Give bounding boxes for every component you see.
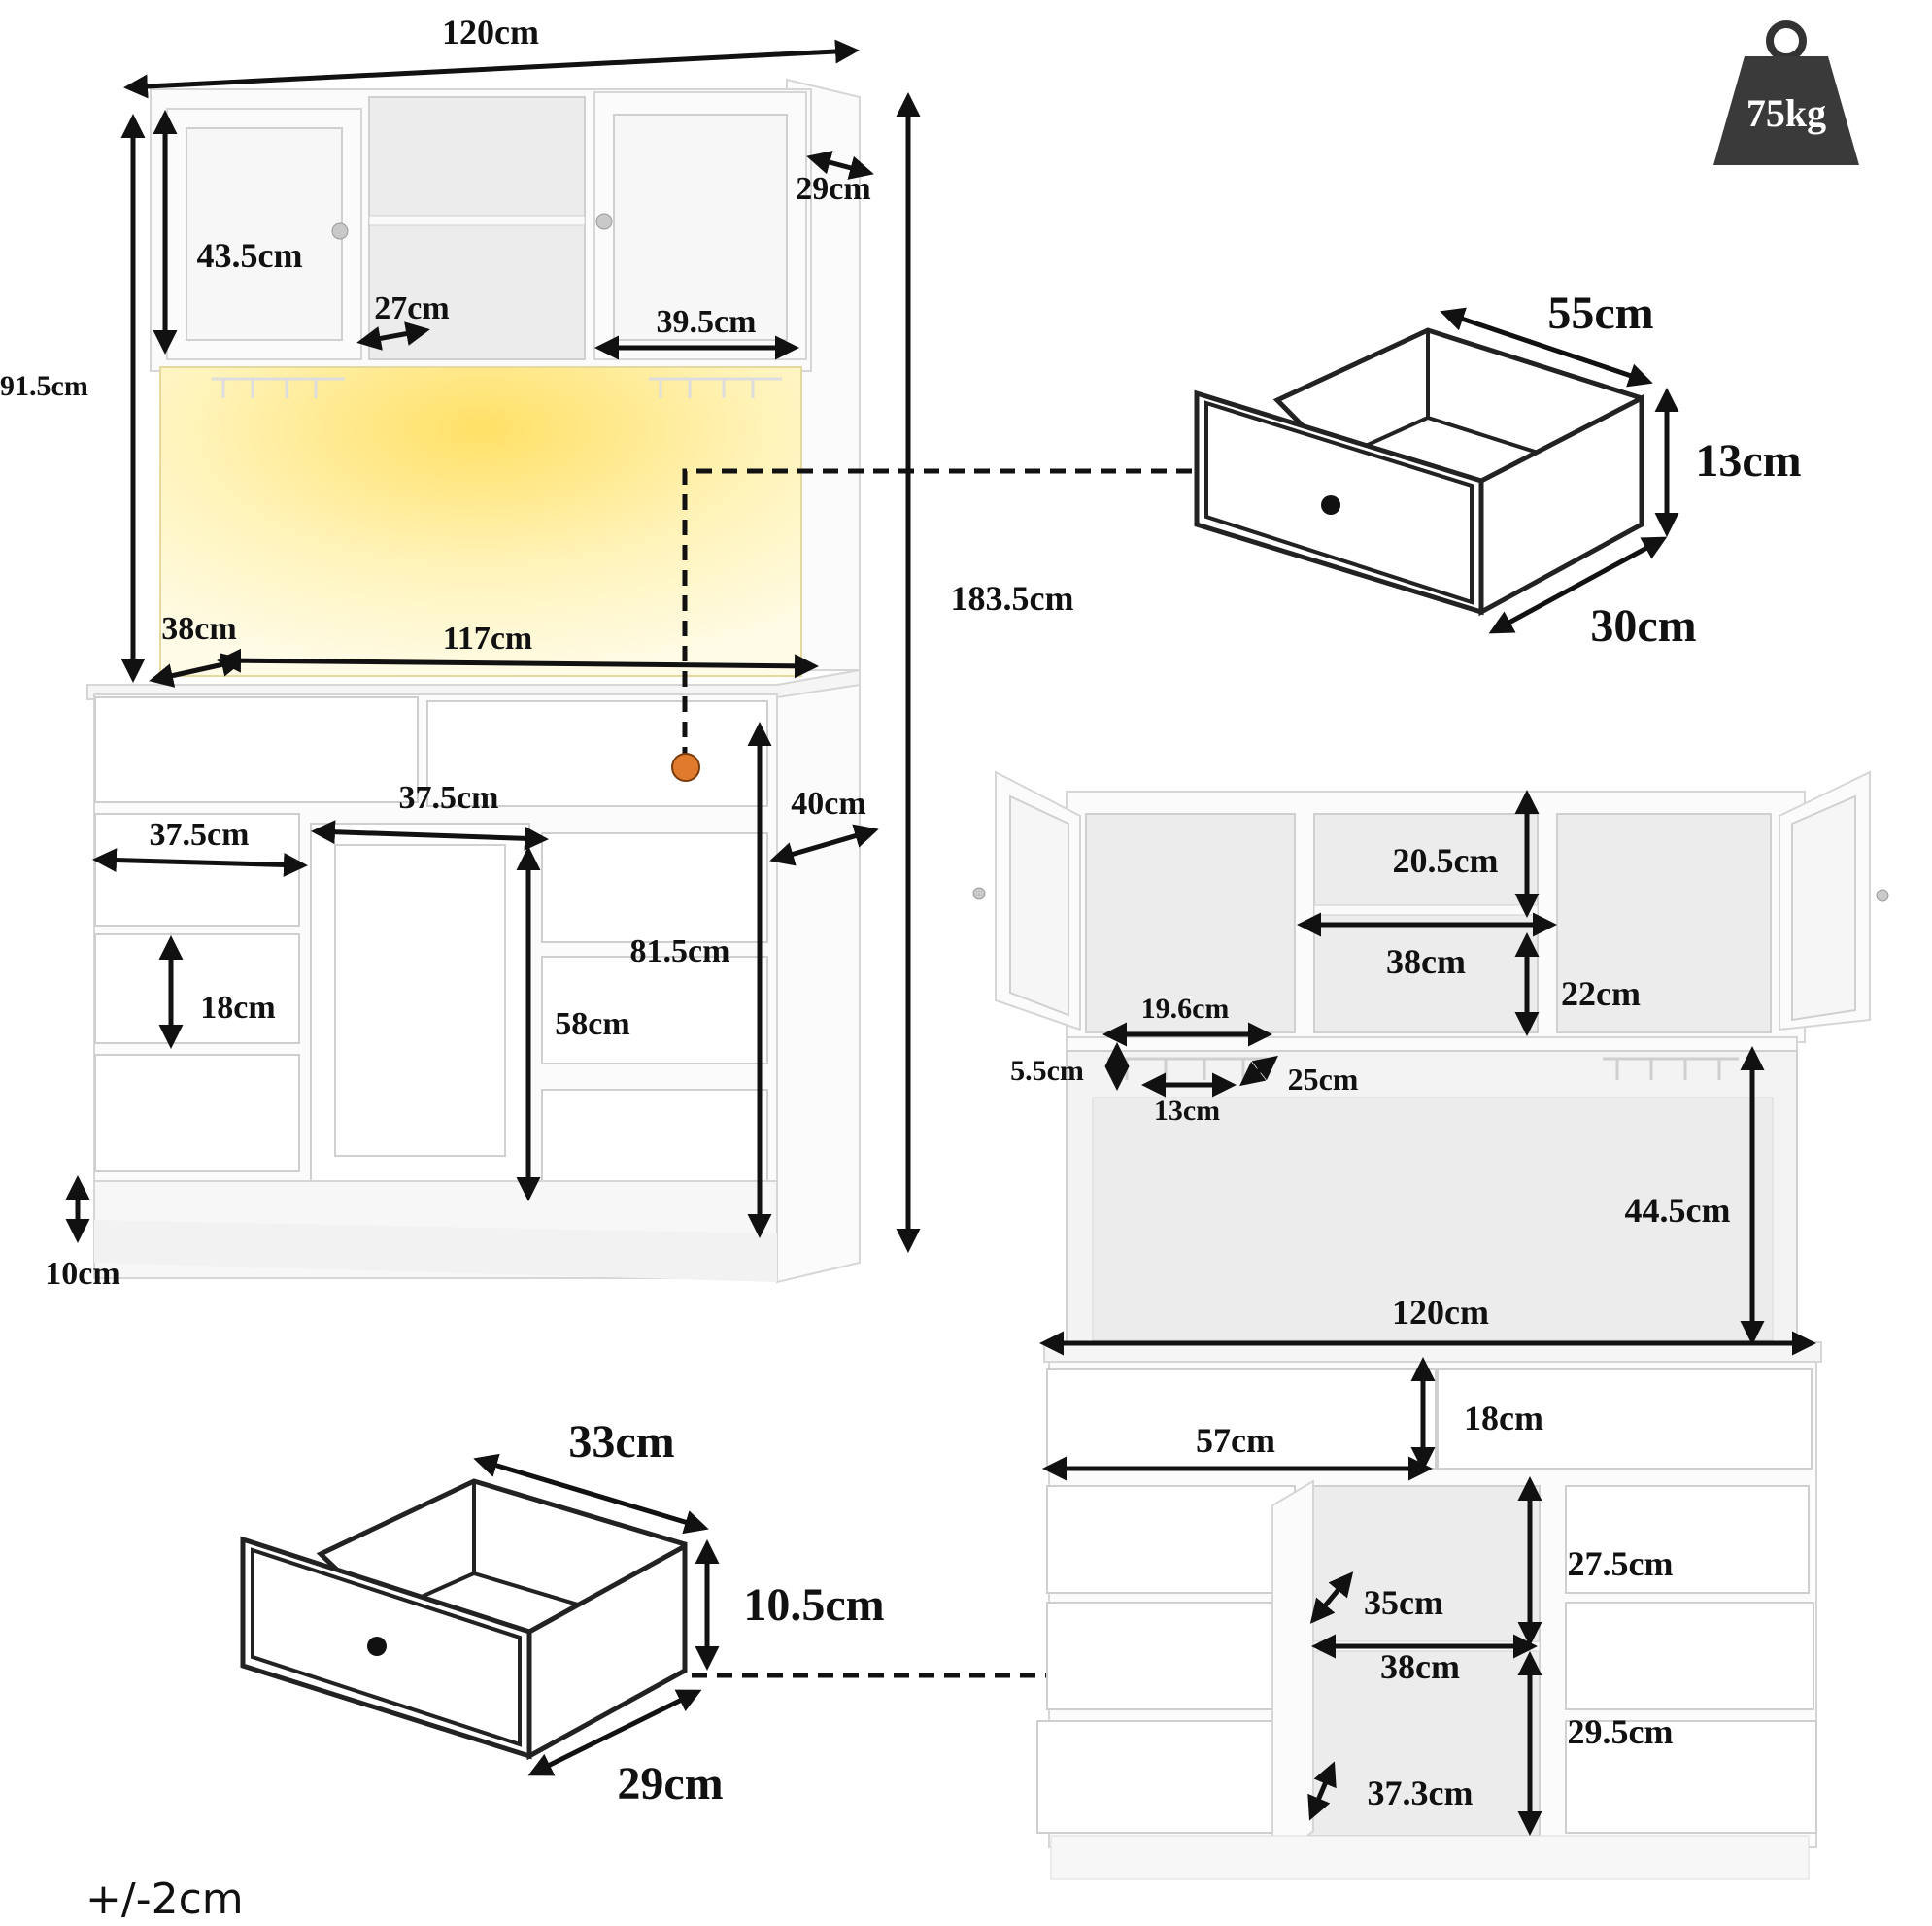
inner-upper-label: 27.5cm [1568, 1544, 1674, 1583]
large-drawer-height-label: 13cm [1695, 435, 1801, 487]
drawer-height-label: 18cm [200, 990, 275, 1026]
small-drawer-height-label: 10.5cm [743, 1579, 884, 1631]
plinth-height-label: 10cm [45, 1256, 119, 1292]
right-drawer-2 [541, 956, 768, 1064]
left-drawer-3 [94, 1054, 300, 1172]
rack-width-label: 19.6cm [1141, 993, 1230, 1025]
top-drawer-height-label: 18cm [1464, 1399, 1543, 1437]
led-lit-area [159, 366, 802, 677]
tolerance-note: +/-2cm [85, 1875, 244, 1924]
total-width-label: 120cm [442, 13, 539, 51]
weight-label: 75kg [1746, 91, 1826, 135]
large-drawer-depth-label: 30cm [1590, 600, 1696, 652]
left-drawer-2 [94, 933, 300, 1044]
small-drawer-illustration: 33cm 10.5cm 29cm [240, 1416, 1096, 1809]
open-view-door [1271, 1479, 1314, 1868]
open-view-cabinet [972, 770, 1889, 1880]
door-inner-depth-label: 37.3cm [1368, 1774, 1474, 1812]
front-view-dimensions [65, 39, 1193, 1253]
top-depth-label: 29cm [796, 171, 870, 207]
base-height-label: 81.5cm [630, 933, 730, 969]
countertop-width-label: 117cm [443, 621, 533, 657]
shelf-lower-label: 22cm [1561, 974, 1641, 1013]
large-drawer-width-label: 55cm [1547, 287, 1653, 339]
open-shelf-width-label: 27cm [374, 290, 449, 326]
rack-spacing-label: 13cm [1154, 1095, 1220, 1127]
open-view-top-drawer-right [1437, 1368, 1813, 1470]
rack-height-label: 5.5cm [1010, 1055, 1084, 1087]
microwave-height-label: 44.5cm [1625, 1191, 1731, 1230]
cabinet-depth-label: 40cm [791, 786, 865, 822]
open-view-interior [1305, 1485, 1541, 1837]
inner-lower-label: 29.5cm [1568, 1712, 1674, 1751]
top-door-width-label: 39.5cm [657, 304, 757, 340]
drawer-callout-dot [671, 753, 700, 782]
open-view-dimensions [1039, 790, 1816, 1836]
hutch-height-label: 91.5cm [0, 370, 88, 402]
open-shelf [368, 96, 586, 360]
top-drawer-left [94, 696, 419, 803]
small-drawer-depth-label: 29cm [617, 1758, 723, 1809]
center-door-width-label: 37.5cm [399, 780, 499, 816]
total-height-label: 183.5cm [951, 579, 1074, 618]
left-drawer-width-label: 37.5cm [150, 817, 250, 853]
counter-width-label: 120cm [1392, 1293, 1489, 1332]
top-drawer-width-label: 57cm [1196, 1421, 1275, 1460]
large-drawer-illustration: 55cm 13cm 30cm [1194, 287, 1802, 652]
door-height-label: 58cm [555, 1006, 629, 1042]
small-drawer-width-label: 33cm [568, 1416, 674, 1468]
open-view-labels: 20.5cm 38cm 22cm 19.6cm 5.5cm 13cm 25cm … [1010, 841, 1730, 1812]
inner-width-label: 38cm [1380, 1647, 1460, 1686]
right-drawer-1 [541, 832, 768, 943]
rack-depth-label: 25cm [1288, 1062, 1359, 1097]
shelf-upper-label: 20.5cm [1393, 841, 1499, 880]
shelf-width-label: 38cm [1386, 942, 1466, 981]
countertop-depth-label: 38cm [161, 611, 236, 647]
inner-depth-label: 35cm [1364, 1583, 1443, 1622]
top-door-height-label: 43.5cm [197, 236, 303, 275]
weight-icon: 75kg [1713, 20, 1859, 165]
open-view-top-drawer-left [1046, 1368, 1437, 1470]
top-drawer-right [426, 700, 768, 807]
front-view-labels: 120cm 91.5cm 29cm 43.5cm 27cm 39.5cm 183… [0, 13, 1073, 1292]
